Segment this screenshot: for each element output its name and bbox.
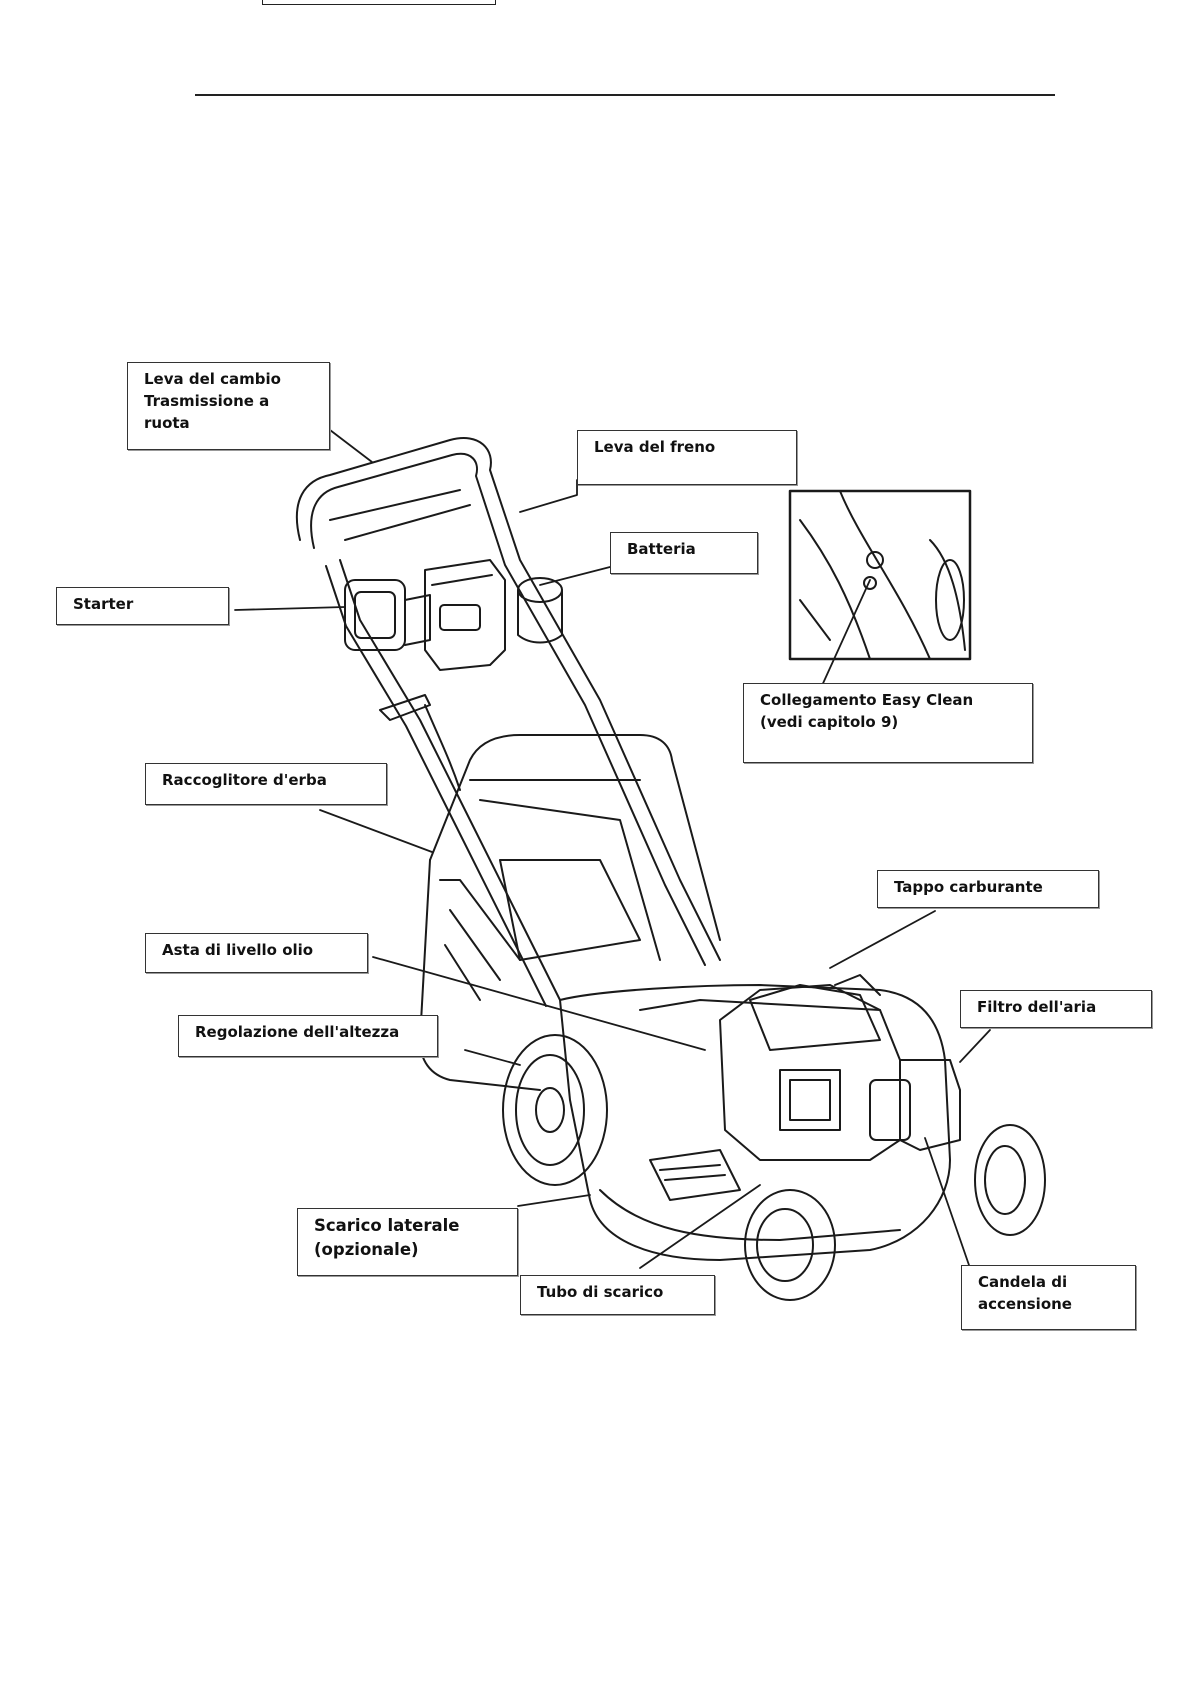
- label-asta: Asta di livello olio: [145, 933, 368, 973]
- rear-wheel: [503, 1035, 607, 1185]
- label-filtro: Filtro dell'aria: [960, 990, 1152, 1028]
- label-collegamento: Collegamento Easy Clean (vedi capitolo 9…: [743, 683, 1033, 763]
- label-tappo: Tappo carburante: [877, 870, 1099, 908]
- discharge-tube: [650, 1150, 740, 1200]
- battery-unit: [425, 560, 562, 670]
- front-wheel-left: [745, 1190, 835, 1300]
- grass-collector: [420, 735, 720, 1090]
- label-batteria: Batteria: [610, 532, 758, 574]
- label-starter: Starter: [56, 587, 229, 625]
- label-scarico-laterale: Scarico laterale (opzionale): [297, 1208, 518, 1276]
- easy-clean-inset: [790, 491, 970, 659]
- label-regolazione: Regolazione dell'altezza: [178, 1015, 438, 1057]
- handle-bar: [297, 438, 720, 1006]
- front-wheel-right: [975, 1125, 1045, 1235]
- label-leva-freno: Leva del freno: [577, 430, 797, 485]
- label-leva-cambio: Leva del cambio Trasmissione a ruota: [127, 362, 330, 450]
- label-candela: Candela di accensione: [961, 1265, 1136, 1330]
- label-raccoglitore: Raccoglitore d'erba: [145, 763, 387, 805]
- label-tubo: Tubo di scarico: [520, 1275, 715, 1315]
